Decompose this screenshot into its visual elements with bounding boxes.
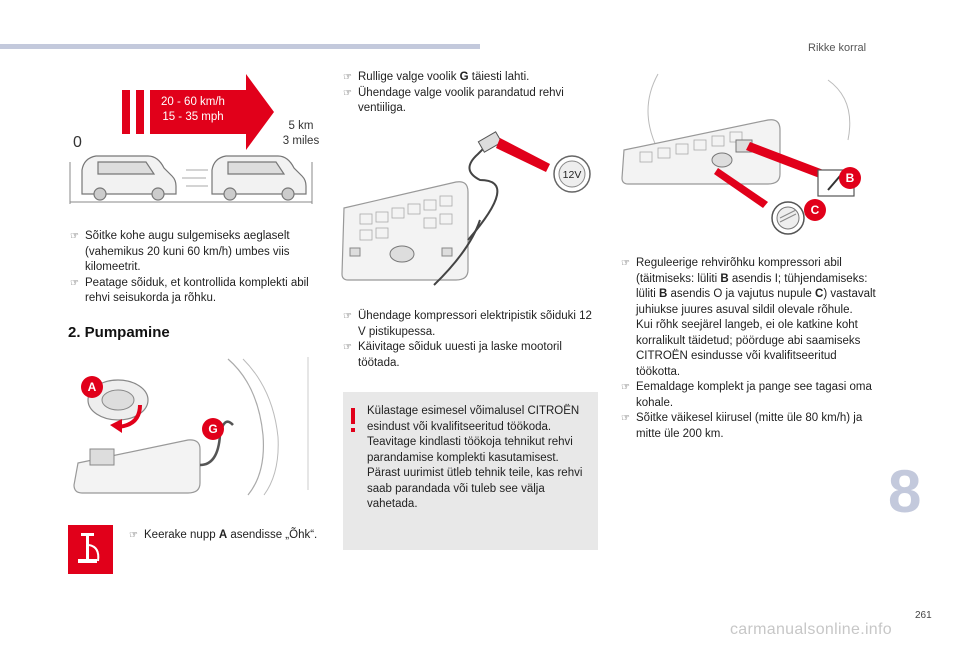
- speed-stripe: [122, 90, 130, 134]
- label-g-badge: [202, 418, 224, 440]
- compressor-plug-figure: 12V: [341, 131, 591, 286]
- label-b: B: [846, 171, 855, 185]
- col1-steps: ☞Sõitke kohe augu sulgemiseks aeglaselt …: [70, 229, 328, 307]
- list-item: ☞Peatage sõiduk, et kontrollida komplekt…: [70, 276, 309, 305]
- list-item: ☞Ühendage valge voolik parandatud rehvi …: [343, 86, 564, 115]
- page-number: 261: [915, 610, 932, 621]
- label-a: A: [88, 380, 97, 394]
- watermark: carmanualsonline.info: [730, 621, 892, 638]
- list-item: ☞Keerake nupp A asendisse „Õhk“.: [129, 529, 318, 541]
- list-item: ☞Sõitke väikesel kiirusel (mitte üle 80 …: [621, 412, 863, 440]
- label-b-badge: [839, 167, 861, 189]
- list-item-continuation: Kui rõhk seejärel langeb, ei ole katkine…: [636, 319, 861, 378]
- header-band: [0, 44, 480, 49]
- van-left: [81, 155, 177, 201]
- chapter-number: 8: [888, 458, 922, 525]
- start-zero: 0: [73, 134, 82, 151]
- pump-figure: A G: [73, 357, 309, 496]
- speed-distance-figure: 20 - 60 km/h 15 - 35 mph 0 5 km 3 miles: [69, 74, 320, 204]
- list-item: ☞Reguleerige rehvirõhku kompressori abil…: [621, 257, 876, 316]
- list-item: ☞Sõitke kohe augu sulgemiseks aeglaselt …: [70, 230, 290, 273]
- col2-hose-steps: ☞Rullige valge voolik G täiesti lahti. ☞…: [343, 70, 598, 117]
- speed-arrow: [150, 74, 274, 150]
- label-c-badge: [804, 199, 826, 221]
- list-item: ☞Ühendage kompressori elektripistik sõid…: [343, 310, 592, 338]
- col1-knob-step: ☞Keerake nupp A asendisse „Õhk“.: [129, 528, 319, 544]
- label-c: C: [811, 203, 820, 217]
- tyre-pump-symbol-icon: [68, 525, 113, 574]
- label-a-badge: [81, 376, 103, 398]
- distance-km: 5 km: [289, 120, 314, 132]
- speed-kmh: 20 - 60 km/h: [161, 96, 225, 108]
- exclamation-icon: [351, 408, 355, 432]
- col3-steps: ☞Reguleerige rehvirõhku kompressori abil…: [621, 256, 879, 442]
- speed-mph: 15 - 35 mph: [162, 111, 223, 123]
- list-item: ☞Rullige valge voolik G täiesti lahti.: [343, 71, 530, 83]
- distance-miles: 3 miles: [283, 135, 320, 147]
- list-item: ☞Eemaldage komplekt ja pange see tagasi …: [621, 381, 872, 409]
- label-g: G: [208, 422, 217, 436]
- warning-note-text: Külastage esimesel võimalusel CITROËN es…: [367, 405, 583, 510]
- van-right: [182, 155, 307, 201]
- speed-stripe: [136, 90, 144, 134]
- list-item: ☞Käivitage sõiduk uuesti ja laske mootor…: [343, 341, 562, 369]
- section-title: Rikke korral: [808, 42, 867, 54]
- warning-note: Külastage esimesel võimalusel CITROËN es…: [343, 392, 598, 550]
- controls-figure: B C: [621, 73, 861, 235]
- label-12v: 12V: [563, 169, 582, 181]
- col2-steps: ☞Ühendage kompressori elektripistik sõid…: [343, 309, 598, 371]
- heading-pumping: 2. Pumpamine: [68, 324, 170, 341]
